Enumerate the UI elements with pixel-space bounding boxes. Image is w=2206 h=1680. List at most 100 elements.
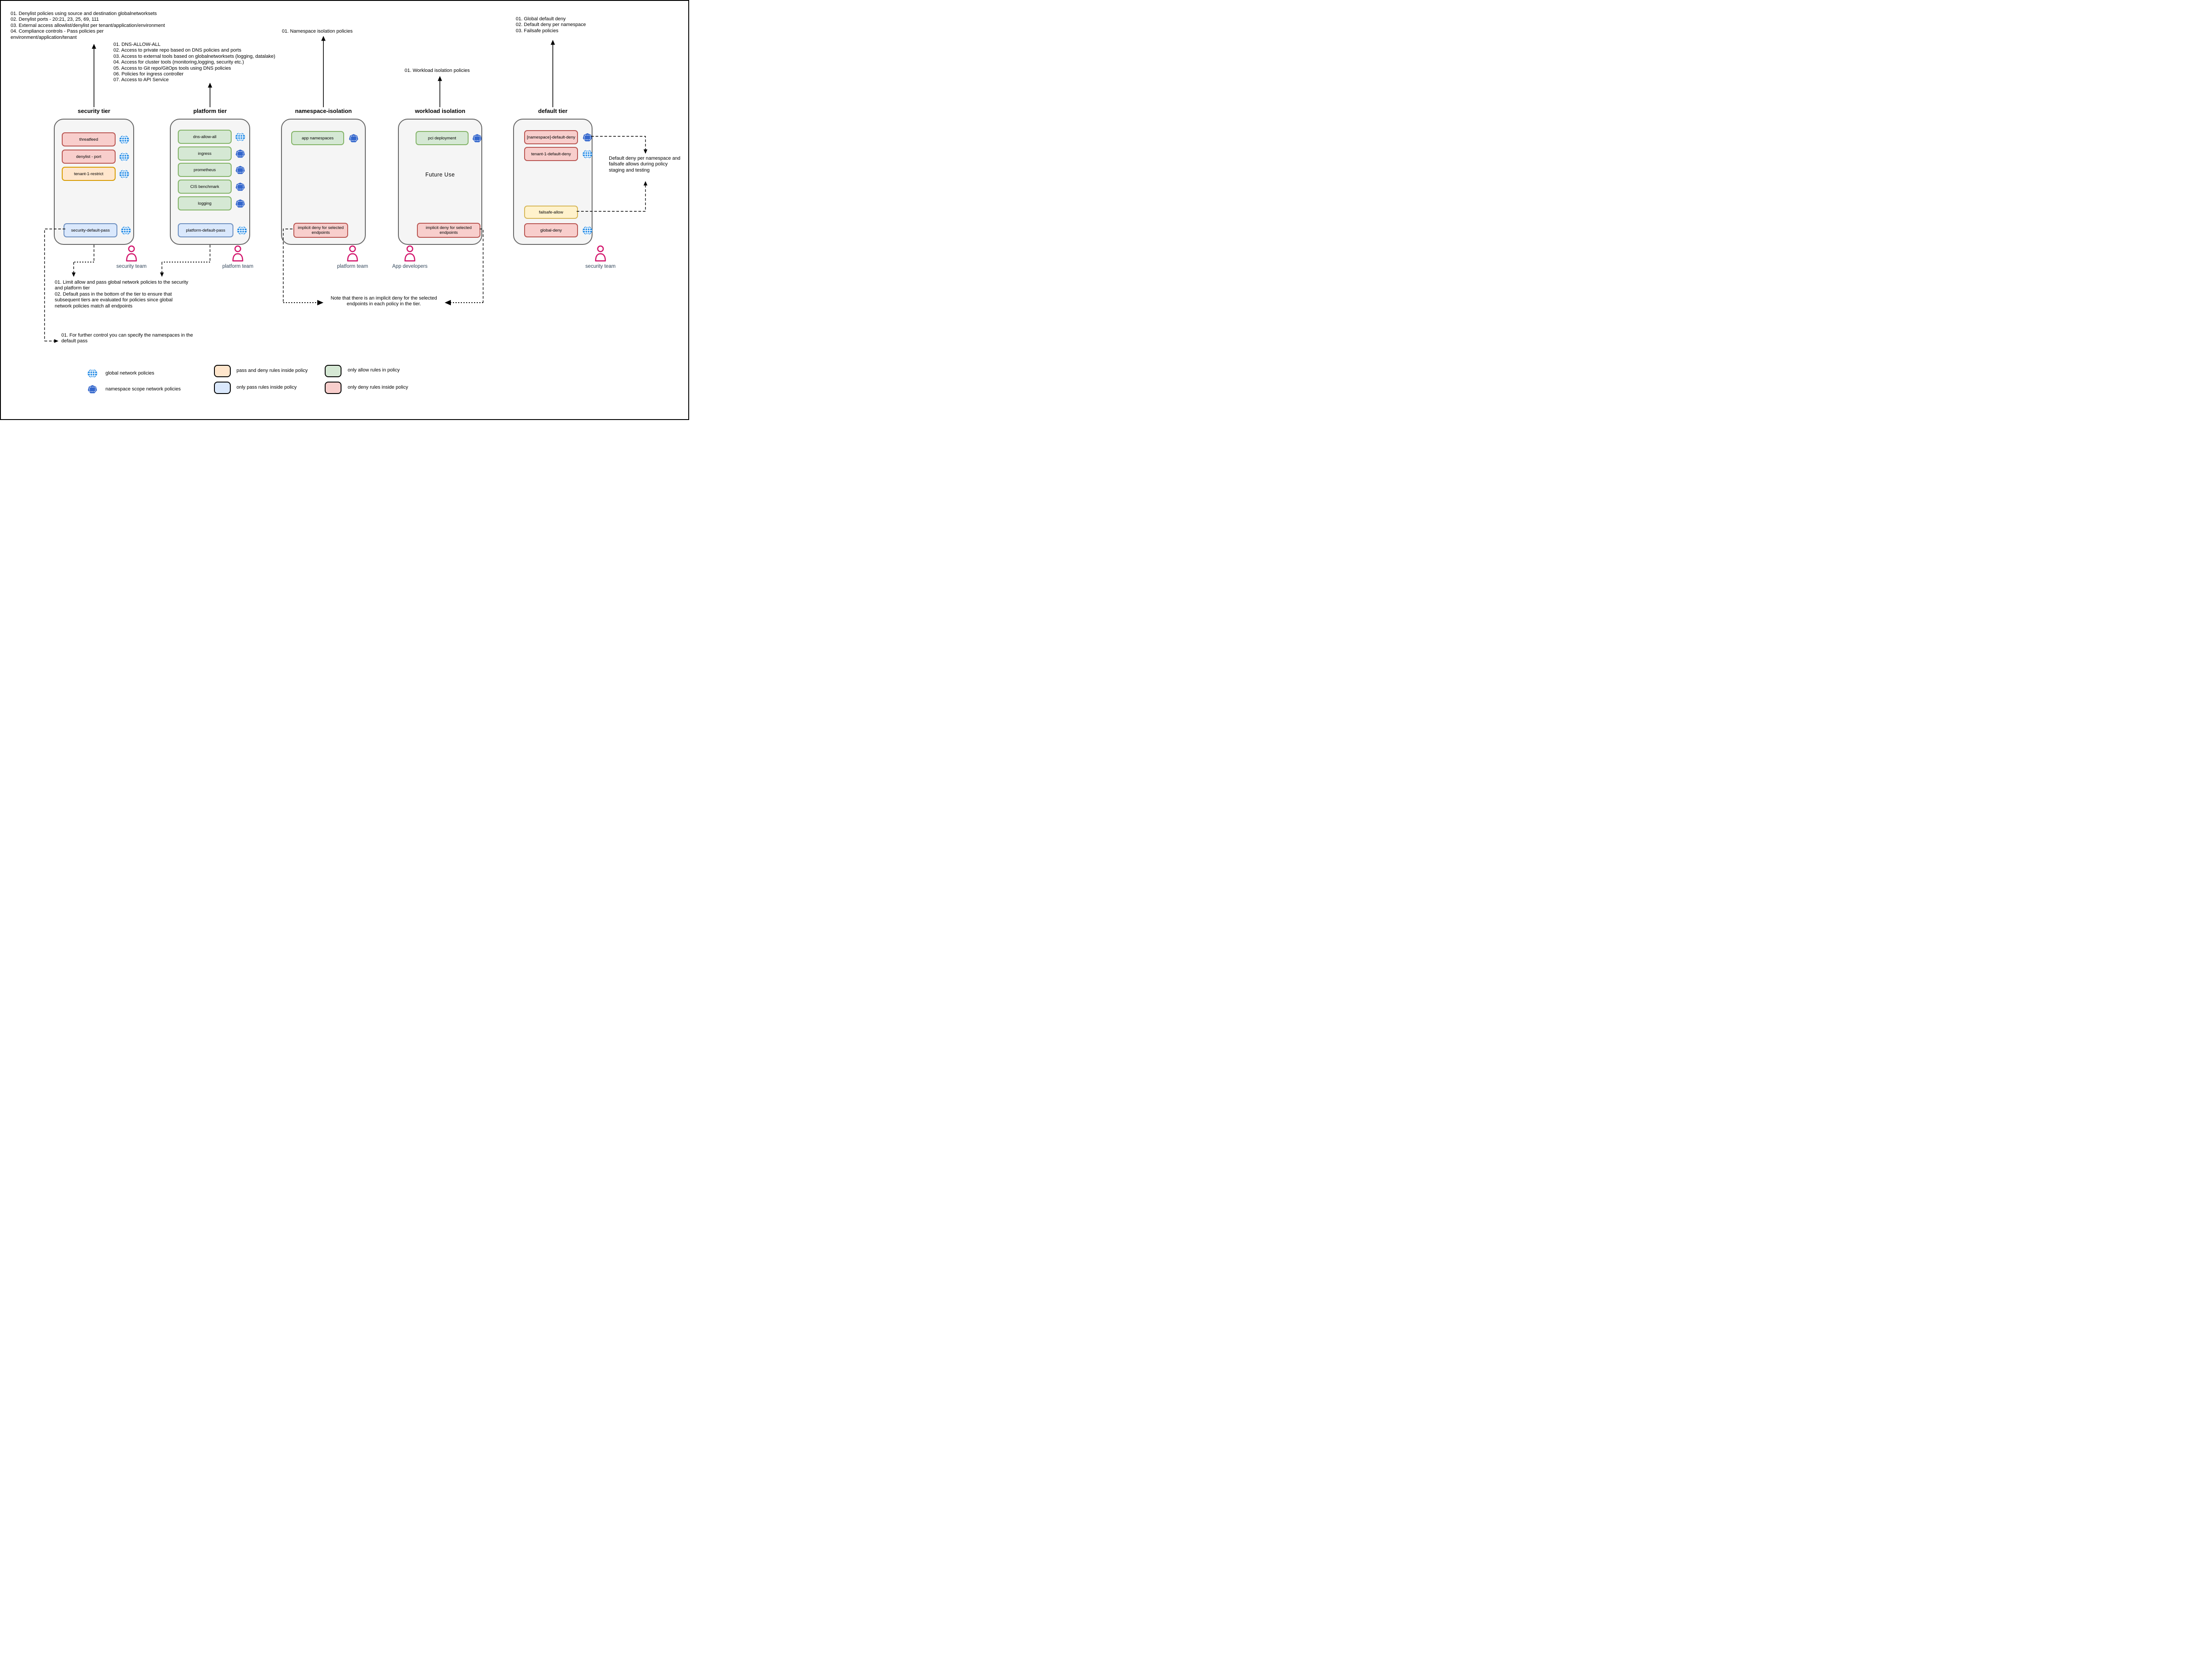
policy-app-namespaces[interactable]: app namespaces (291, 131, 344, 145)
legend-label-global: global network policies (105, 371, 154, 376)
policy-logging[interactable]: logging (178, 196, 232, 210)
globe-icon (582, 226, 593, 235)
diagram-canvas: 01. Denylist policies using source and d… (0, 0, 689, 420)
note-line: subsequent tiers are evaluated for polic… (55, 297, 173, 303)
note-line: network policies match all endpoints (55, 303, 133, 309)
tier-container-security: threatfeed denylist - port tenant-1-rest… (54, 119, 134, 245)
policy-prometheus[interactable]: prometheus (178, 163, 232, 177)
policy-security-default-pass[interactable]: security-default-pass (64, 223, 117, 237)
legend-swatch-green (325, 365, 341, 377)
legend-label-only-deny: only deny rules inside policy (348, 385, 408, 390)
note-line: 01. Limit allow and pass global network … (55, 280, 188, 285)
connector-ns-default-deny-note (591, 136, 648, 154)
team-label: platform team (222, 264, 254, 269)
legend-label-namespace: namespace scope network policies (105, 386, 181, 392)
legend-label-only-allow: only allow rules in policy (348, 368, 400, 373)
note-line: 06. Policies for ingress controller (113, 71, 184, 77)
note-line: staging and testing (609, 167, 650, 173)
policy-ingress[interactable]: ingress (178, 146, 232, 161)
team-label: App developers (392, 264, 428, 269)
note-line: endpoints in each policy in the tier. (346, 301, 421, 307)
note-line: 03. Access to external tools based on gl… (113, 53, 275, 59)
note-line: failsafe allows during policy (609, 161, 668, 167)
note-platform-list: 01. DNS-ALLOW-ALL 02. Access to private … (113, 42, 275, 83)
note-line: 03. External access allowlist/denylist p… (11, 22, 165, 28)
note-default-deny-staging: Default deny per namespace and failsafe … (609, 156, 680, 173)
heptagon-icon (87, 385, 98, 394)
note-line: 01. Global default deny (516, 16, 566, 22)
legend-label-only-pass: only pass rules inside policy (236, 385, 297, 390)
policy-dns-allow-all[interactable]: dns-allow-all (178, 130, 232, 144)
note-line: 03. Failsafe policies (516, 28, 559, 34)
tier-container-namespace-isolation: app namespaces implicit deny for selecte… (281, 119, 366, 245)
globe-icon (121, 226, 131, 235)
note-line: 02. Default deny per namespace (516, 22, 586, 28)
policy-namespace-default-deny[interactable]: [namespace]-default-deny (524, 130, 578, 144)
globe-icon (582, 150, 593, 159)
policy-tenant-1-restrict[interactable]: tenant-1-restrict (62, 167, 116, 181)
note-line: 02. Denylist ports - 20:21, 23, 25, 69, … (11, 17, 99, 22)
tier-container-platform: dns-allow-all ingress prometheus CIS ben… (170, 119, 250, 245)
policy-platform-default-pass[interactable]: platform-default-pass (178, 223, 233, 237)
team-app-developers: App developers (383, 245, 436, 269)
team-label: platform team (337, 264, 368, 269)
tier-container-default: [namespace]-default-deny tenant-1-defaul… (513, 119, 593, 245)
note-namespace-isolation: 01. Namespace isolation policies (282, 29, 353, 34)
team-platform-2: platform team (326, 245, 379, 269)
note-line: 02. Default pass in the bottom of the ti… (55, 291, 172, 297)
heptagon-icon (235, 165, 245, 174)
note-line: default pass (61, 338, 88, 344)
person-icon (404, 245, 416, 262)
tier-title-workload-isolation: workload isolation (415, 108, 465, 114)
policy-global-deny[interactable]: global-deny (524, 223, 578, 237)
note-top-left: 01. Denylist policies using source and d… (11, 11, 165, 41)
legend-swatch-blue (214, 382, 231, 394)
legend-swatch-orange (214, 365, 231, 377)
legend-swatch-red (325, 382, 341, 394)
policy-threatfeed[interactable]: threatfeed (62, 132, 116, 146)
person-icon (595, 245, 606, 262)
note-line: 04. Compliance controls - Pass policies … (11, 29, 104, 34)
note-line: environment/application/tenant (11, 34, 77, 40)
note-top-right: 01. Global default deny 02. Default deny… (516, 16, 586, 34)
note-line: 04. Access for cluster tools (monitoring… (113, 60, 244, 65)
note-line: Default deny per namespace and (609, 156, 681, 161)
policy-failsafe-allow[interactable]: failsafe-allow (524, 206, 578, 219)
team-label: security team (585, 264, 616, 269)
policy-implicit-deny[interactable]: implicit deny for selected endpoints (417, 223, 480, 238)
note-line: 05. Access to Git repo/GitOps tools usin… (113, 65, 231, 71)
heptagon-icon (235, 199, 245, 208)
heptagon-icon (349, 134, 359, 142)
policy-denylist-port[interactable]: denylist - port (62, 150, 116, 164)
team-security-1: security team (105, 245, 158, 269)
globe-icon (119, 135, 129, 144)
globe-icon (87, 369, 98, 378)
note-line: and platform tier (55, 285, 90, 291)
heptagon-icon (235, 182, 245, 191)
policy-cis-benchmark[interactable]: CIS benchmark (178, 180, 232, 194)
note-implicit-deny: Note that there is an implicit deny for … (326, 296, 442, 308)
note-line: 01. Denylist policies using source and d… (11, 11, 157, 16)
tier-title-namespace-isolation: namespace-isolation (295, 108, 352, 114)
note-limit-allow-pass: 01. Limit allow and pass global network … (55, 280, 188, 309)
team-security-2: security team (574, 245, 627, 269)
legend-label-pass-deny: pass and deny rules inside policy (236, 368, 308, 373)
note-further-control: 01. For further control you can specify … (61, 333, 193, 345)
policy-implicit-deny[interactable]: implicit deny for selected endpoints (293, 223, 348, 238)
future-use-label: Future Use (425, 172, 455, 178)
globe-icon (119, 169, 129, 179)
globe-icon (235, 132, 245, 142)
person-icon (347, 245, 358, 262)
heptagon-icon (235, 149, 245, 158)
note-line: 01. DNS-ALLOW-ALL (113, 42, 161, 47)
heptagon-icon (472, 134, 482, 142)
note-line: Note that there is an implicit deny for … (330, 296, 437, 301)
note-line: 02. Access to private repo based on DNS … (113, 48, 241, 53)
tier-title-security: security tier (78, 108, 110, 114)
policy-pci-deployment[interactable]: pci deployment (416, 131, 469, 145)
note-line: 01. Workload isolation policies (405, 68, 470, 73)
note-line: 07. Access to API Service (113, 77, 169, 83)
policy-tenant-1-default-deny[interactable]: tenant-1-default-deny (524, 147, 578, 161)
heptagon-icon (582, 133, 593, 142)
person-icon (126, 245, 137, 262)
